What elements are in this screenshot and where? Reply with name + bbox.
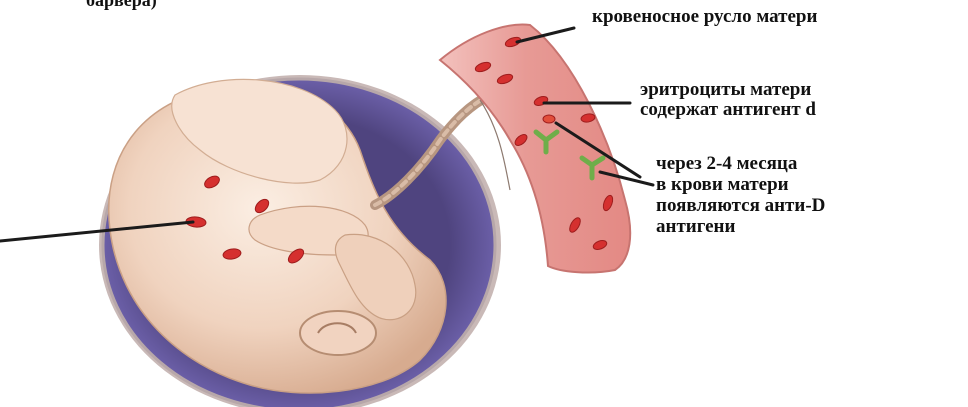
anti-d-label-line-4: антигени — [656, 216, 825, 237]
anti-d-label-line-3: появляются анти-D — [656, 195, 825, 216]
maternal-rbc-label: эритроциты матери содержат антигент d — [640, 80, 816, 120]
anti-d-label: через 2-4 месяца в крови матери появляют… — [656, 153, 825, 237]
maternal-rbc-label-line-1: эритроциты матери — [640, 80, 816, 100]
caption-fragment-label: барвера) — [86, 0, 157, 10]
maternal-bloodstream-label: кровеносное русло матери — [592, 7, 817, 27]
maternal-rbc-label-line-2: содержат антигент d — [640, 100, 816, 120]
anti-d-label-line-2: в крови матери — [656, 174, 825, 195]
anti-d-label-line-1: через 2-4 месяца — [656, 153, 825, 174]
